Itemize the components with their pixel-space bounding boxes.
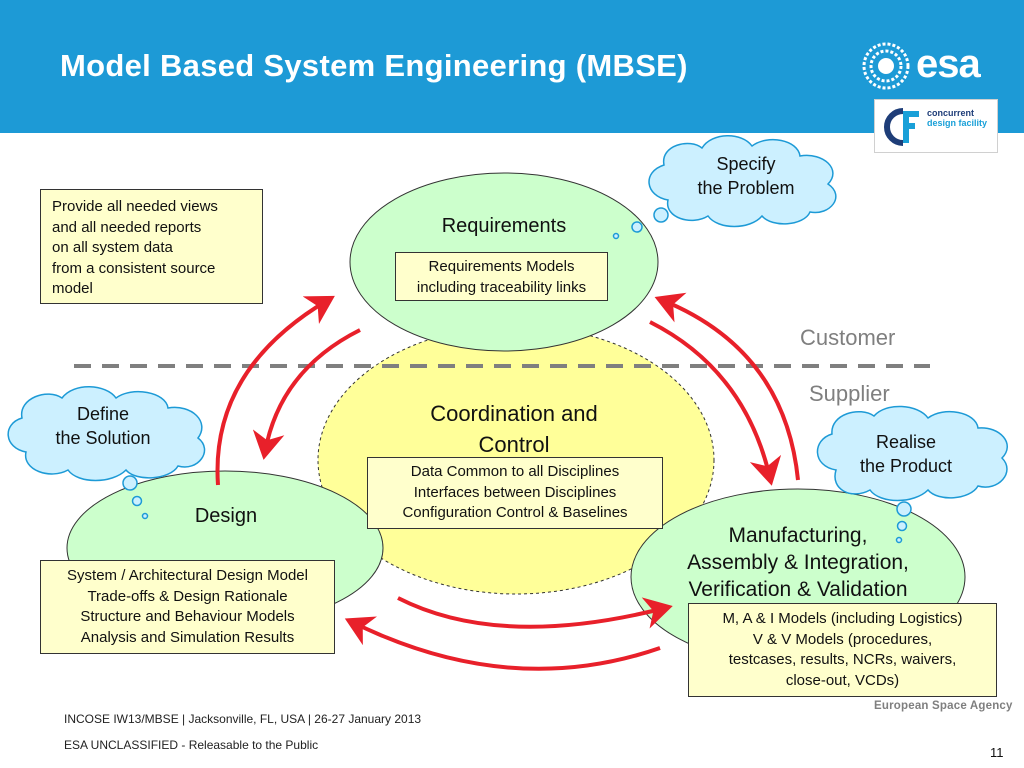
cdf-logo-text: concurrent design facility bbox=[927, 108, 988, 128]
design-models-box: System / Architectural Design Model Trad… bbox=[40, 560, 335, 654]
cloud-realise-text: Realise the Product bbox=[859, 432, 953, 476]
customer-label: Customer bbox=[800, 325, 896, 350]
esa-wordmark: esa bbox=[916, 42, 981, 86]
cdf-logo: concurrent design facility bbox=[874, 99, 998, 153]
cdf-emblem-icon bbox=[884, 108, 919, 146]
page-number: 11 bbox=[990, 745, 1004, 760]
cloud-specify-problem bbox=[612, 135, 837, 240]
footer-event: INCOSE IW13/MBSE | Jacksonville, FL, USA… bbox=[64, 712, 422, 726]
cloud-define-text: Define the Solution bbox=[55, 404, 151, 448]
design-label: Design bbox=[194, 505, 258, 527]
supplier-label: Supplier bbox=[809, 381, 890, 406]
arrow-design-to-requirements bbox=[215, 295, 335, 486]
manufacturing-label: Manufacturing, Assembly & Integration, V… bbox=[687, 524, 909, 601]
arrow-manufacturing-to-design bbox=[344, 616, 661, 671]
requirements-models-box: Requirements Models including traceabili… bbox=[395, 252, 608, 301]
manufacturing-models-box: M, A & I Models (including Logistics) V … bbox=[688, 603, 997, 697]
arrow-design-to-manufacturing bbox=[397, 596, 673, 629]
cloud-define-solution bbox=[7, 386, 206, 520]
esa-globe-icon bbox=[862, 42, 910, 90]
arrow-requirements-to-manufacturing bbox=[649, 320, 782, 486]
coordination-data-box: Data Common to all Disciplines Interface… bbox=[367, 457, 663, 529]
arrow-requirements-to-design bbox=[252, 328, 361, 460]
views-reports-box: Provide all needed views and all needed … bbox=[40, 189, 263, 304]
footer-classification: ESA UNCLASSIFIED - Releasable to the Pub… bbox=[64, 738, 319, 752]
esa-logo: esa bbox=[862, 40, 1002, 96]
requirements-label: Requirements bbox=[441, 215, 567, 237]
coordination-label: Coordination and Control bbox=[430, 401, 598, 457]
cloud-specify-text: Specify the Problem bbox=[697, 154, 795, 198]
page-title: Model Based System Engineering (MBSE) bbox=[60, 48, 688, 83]
agency-label: European Space Agency bbox=[874, 700, 1013, 712]
cloud-realise-product bbox=[816, 405, 1008, 544]
arrow-manufacturing-to-requirements bbox=[654, 292, 800, 481]
header-bar: Model Based System Engineering (MBSE) es… bbox=[0, 0, 1024, 133]
